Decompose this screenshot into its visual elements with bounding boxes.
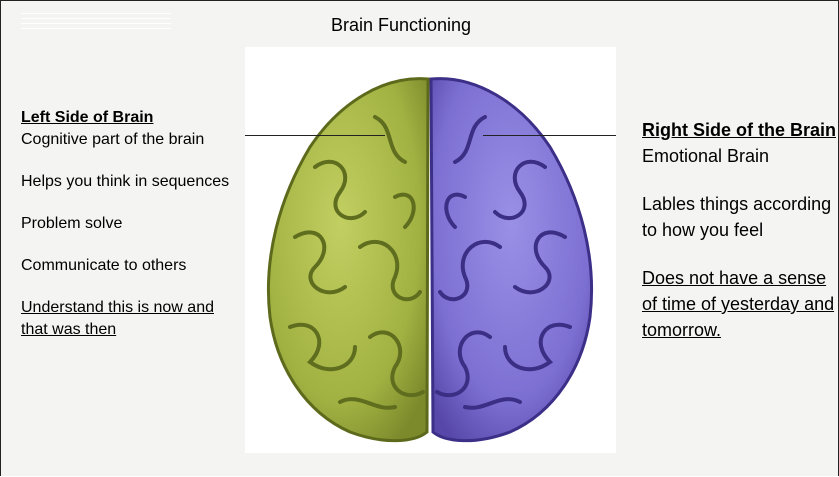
slide-title: Brain Functioning <box>1 15 801 36</box>
left-text-3: Problem solve <box>21 213 236 235</box>
brain-illustration <box>245 47 616 453</box>
right-side-notes: Right Side of the Brain Emotional Brain … <box>642 117 837 343</box>
right-text-3: Does not have a sense of time of yesterd… <box>642 265 837 343</box>
left-pointer-line <box>245 135 385 136</box>
left-heading: Left Side of Brain <box>21 107 236 129</box>
left-text-2: Helps you think in sequences <box>21 171 236 193</box>
right-heading: Right Side of the Brain <box>642 117 837 143</box>
left-text-5: Understand this is now and that was then <box>21 297 236 341</box>
right-text-1: Emotional Brain <box>642 143 837 169</box>
right-text-2: Lables things according to how you feel <box>642 191 837 243</box>
right-pointer-line <box>483 135 616 136</box>
brain-image <box>245 47 616 453</box>
left-side-notes: Left Side of Brain Cognitive part of the… <box>21 107 236 341</box>
left-hemisphere <box>268 79 428 441</box>
left-text-4: Communicate to others <box>21 255 236 277</box>
right-hemisphere <box>431 79 592 441</box>
left-text-1: Cognitive part of the brain <box>21 129 236 151</box>
